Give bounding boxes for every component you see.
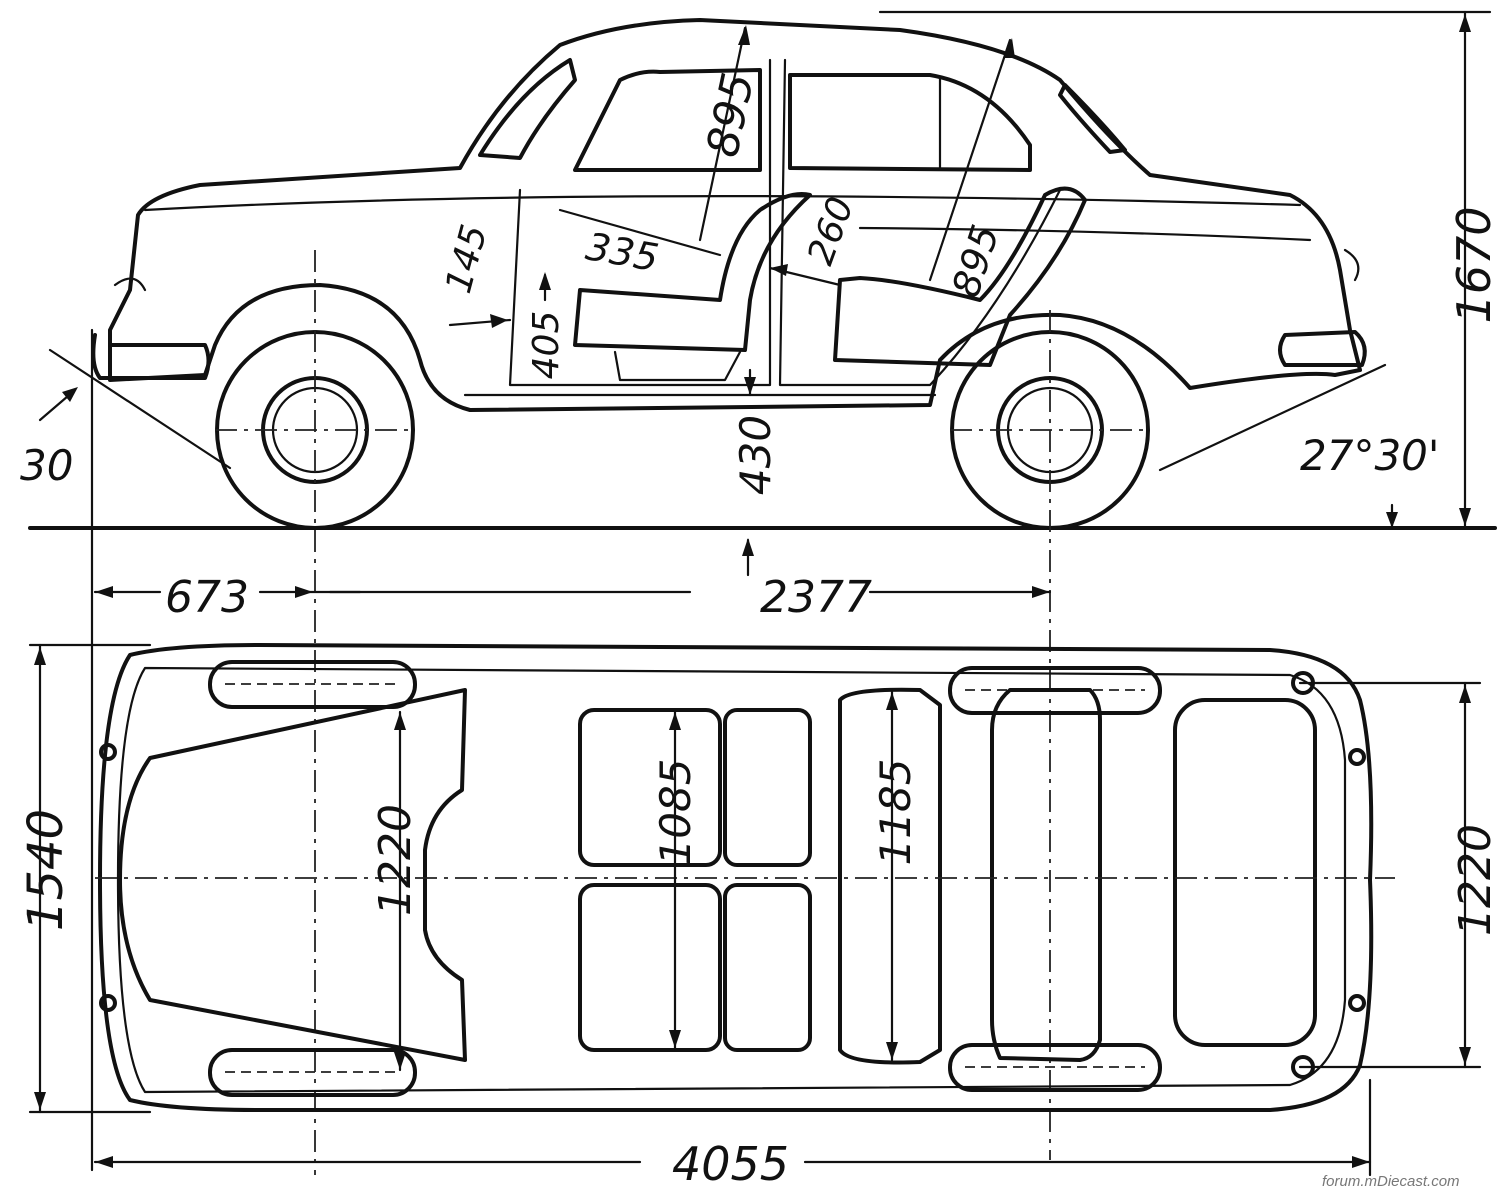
top-rear-wheel-right: [948, 1043, 1162, 1092]
overall-width-label: 1540: [18, 809, 74, 931]
front-seat-right: [578, 883, 722, 1052]
overall-length-label: 4055: [672, 1137, 789, 1191]
seat-gap-label: 260: [800, 192, 862, 271]
top-body-outline: [98, 643, 1374, 1112]
rear-track-label: 1220: [1450, 824, 1500, 936]
belt-line: [143, 195, 1302, 212]
headlamp: [113, 277, 147, 292]
front-seat-left: [578, 708, 722, 867]
top-rear-wheel-left: [948, 666, 1162, 715]
front-seat-width-label: 1085: [651, 759, 700, 866]
side-view: 1670 895 895 335 260 405 145 430 30 27°3…: [20, 10, 1500, 1175]
side-molding: [858, 226, 1312, 242]
rear-bumper: [1278, 330, 1367, 367]
top-body-inner: [116, 666, 1347, 1094]
front-seatback-left: [723, 708, 812, 867]
taillamp: [1343, 248, 1360, 282]
front-bumper: [91, 333, 211, 380]
rear-glass: [1058, 83, 1127, 154]
trunk-lid: [1173, 698, 1317, 1047]
wheelbase-label: 2377: [760, 572, 872, 623]
windshield: [478, 58, 577, 160]
rear-seat-cushion: [838, 687, 942, 1065]
front-headroom-label: 895: [697, 69, 764, 162]
watermark-text: forum.mDiecast.com: [1322, 1173, 1460, 1190]
rear-seat-width-label: 1185: [871, 759, 920, 866]
hood-outline: [118, 688, 467, 1062]
front-track-label: 1220: [370, 804, 421, 916]
rear-seatback: [990, 688, 1102, 1062]
top-front-wheel-right: [208, 1048, 417, 1097]
front-floor-rail: [613, 350, 742, 382]
front-window: [573, 68, 762, 172]
top-front-wheel-left: [208, 660, 417, 709]
front-seatback-right: [723, 883, 812, 1052]
front-door: [508, 58, 772, 387]
front-seat: [573, 192, 812, 352]
approach-angle-line: [48, 348, 232, 470]
ground-clearance-label: 430: [731, 415, 780, 495]
departure-angle-line: [1158, 363, 1387, 472]
rear-seat: [833, 186, 1087, 367]
departure-angle-label: 27°30': [1300, 431, 1439, 480]
seat-height-label: 405: [526, 311, 567, 380]
top-view: 1540 1220 1220 1085 1185 4055: [18, 643, 1500, 1191]
front-overhang-label: 673: [165, 572, 249, 623]
legroom-dim: [558, 208, 722, 257]
front-headroom-dim: [698, 26, 747, 242]
rear-headroom-dim: [928, 38, 1012, 282]
legroom-label: 335: [583, 224, 662, 280]
car-body-outline: [108, 18, 1362, 412]
overall-height-label: 1670: [1447, 206, 1500, 323]
approach-angle-label: 30: [20, 441, 73, 490]
rear-headroom-label: 895: [944, 220, 1008, 303]
floor-offset-label: 145: [438, 221, 495, 298]
rear-door: [778, 58, 1062, 387]
